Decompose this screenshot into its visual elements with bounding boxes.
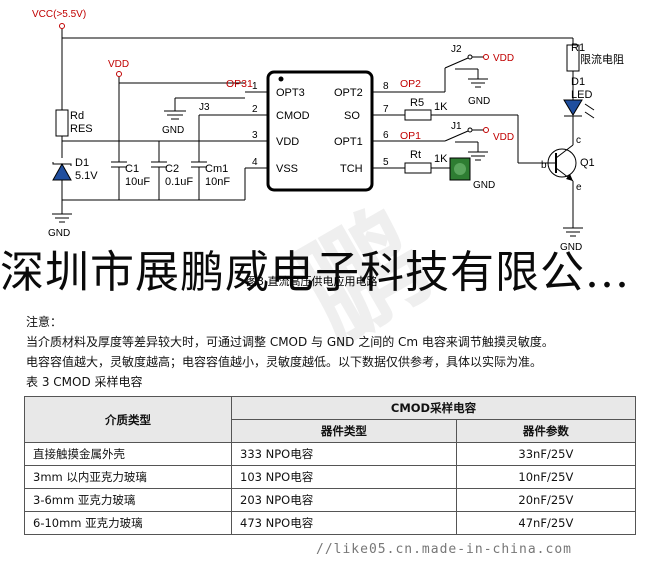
j1-label: J1 xyxy=(451,121,462,132)
rd-name: Rd xyxy=(70,110,84,122)
company-watermark: 深圳市展鹏威电子科技有限公... xyxy=(0,247,630,298)
row-type: 473 NPO电容 xyxy=(231,511,457,535)
cm1-value: 10nF xyxy=(205,176,230,188)
gnd-label-left: GND xyxy=(48,228,70,239)
row-param: 20nF/25V xyxy=(455,488,637,512)
r5-resistor xyxy=(404,109,432,121)
gnd-label-touch: GND xyxy=(473,180,495,191)
header-medium: 介质类型 xyxy=(24,396,232,443)
rt-resistor xyxy=(404,162,432,174)
j2-label: J2 xyxy=(451,44,462,55)
ground-symbol-left xyxy=(52,210,72,223)
r5-name: R5 xyxy=(410,97,424,109)
rd-resistor xyxy=(55,109,69,137)
pin-3-name: VDD xyxy=(276,136,299,148)
pin-6-name: OPT1 xyxy=(334,136,363,148)
row-medium: 3mm 以内亚克力玻璃 xyxy=(24,465,232,489)
pin-1-number: 1 xyxy=(252,81,258,92)
d1-value: 5.1V xyxy=(75,170,98,182)
table-row: 6-10mm 亚克力玻璃 473 NPO电容 47nF/25V xyxy=(24,511,637,535)
table-row: 直接触摸金属外壳 333 NPO电容 33nF/25V xyxy=(24,442,637,466)
vdd-label-j2: VDD xyxy=(493,53,514,64)
notes-section: 注意： 当介质材料及厚度等差异较大时，可通过调整 CMOD 与 GND 之间的 … xyxy=(26,312,554,392)
cmod-capacitor-table: 介质类型 CMOD采样电容 器件类型 器件参数 直接触摸金属外壳 333 NPO… xyxy=(24,396,637,535)
notes-title: 注意： xyxy=(26,315,63,329)
row-medium: 直接触摸金属外壳 xyxy=(24,442,232,466)
q1-emitter-label: e xyxy=(576,182,582,193)
c1-value: 10uF xyxy=(125,176,150,188)
row-medium: 3-6mm 亚克力玻璃 xyxy=(24,488,232,512)
header-device-param: 器件参数 xyxy=(455,419,637,443)
pin-1-name: OPT3 xyxy=(276,87,305,99)
circuit-schematic: VCC(>5.5V) Rd RES D1 5.1V VDD C1 10uF C2… xyxy=(32,9,624,253)
pin-5-name: TCH xyxy=(340,163,363,175)
pin-8-number: 8 xyxy=(383,81,389,92)
pin-7-name: SO xyxy=(344,110,360,122)
ic-chip xyxy=(266,70,374,192)
pin-4-number: 4 xyxy=(252,157,258,168)
row-type: 103 NPO电容 xyxy=(231,465,457,489)
pin-6-number: 6 xyxy=(383,130,389,141)
r1-name: R1 xyxy=(571,42,585,54)
row-type: 203 NPO电容 xyxy=(231,488,457,512)
pin-8-name: OPT2 xyxy=(334,87,363,99)
rd-value: RES xyxy=(70,123,93,135)
led-value: LED xyxy=(571,89,592,101)
table-row: 3mm 以内亚克力玻璃 103 NPO电容 10nF/25V xyxy=(24,465,637,489)
notes-line-2: 电容容值越大，灵敏度越高；电容容值越小，灵敏度越低。以下数据仅供参考，具体以实际… xyxy=(26,355,543,369)
table-row: 3-6mm 亚克力玻璃 203 NPO电容 20nF/25V xyxy=(24,488,637,512)
c2-name: C2 xyxy=(165,163,179,175)
pin-4-name: VSS xyxy=(276,163,298,175)
op2-label: OP2 xyxy=(400,78,421,90)
cm1-name: Cm1 xyxy=(205,163,228,175)
r1-desc: 限流电阻 xyxy=(580,52,624,66)
j3-label: J3 xyxy=(199,102,210,113)
pin-7-number: 7 xyxy=(383,104,389,115)
table-subheader-row: 器件类型 器件参数 xyxy=(25,419,637,443)
row-type: 333 NPO电容 xyxy=(231,442,457,466)
table-header-row: 介质类型 CMOD采样电容 xyxy=(24,396,636,443)
row-medium: 6-10mm 亚克力玻璃 xyxy=(24,511,232,535)
r5-value: 1K xyxy=(434,101,448,113)
gnd-label-j2: GND xyxy=(468,96,490,107)
q1-collector-label: c xyxy=(576,135,581,146)
footer-url: //like05.cn.made-in-china.com xyxy=(316,542,572,557)
pin-3-number: 3 xyxy=(252,130,258,141)
rt-value: 1K xyxy=(434,153,448,165)
q1-label: Q1 xyxy=(580,157,595,169)
header-device-type: 器件类型 xyxy=(231,419,457,443)
led-diode xyxy=(563,99,583,116)
c2-value: 0.1uF xyxy=(165,176,193,188)
row-param: 10nF/25V xyxy=(455,465,637,489)
vdd-label-j1: VDD xyxy=(493,132,514,143)
q1-base-label: b xyxy=(541,160,547,171)
rt-name: Rt xyxy=(410,149,421,161)
op31-label: OP31 xyxy=(226,78,253,90)
vdd-label-left: VDD xyxy=(108,59,129,70)
row-param: 47nF/25V xyxy=(455,511,637,535)
op1-label: OP1 xyxy=(400,130,421,142)
pin-5-number: 5 xyxy=(383,157,389,168)
d1-name: D1 xyxy=(75,157,89,169)
vcc-label: VCC(>5.5V) xyxy=(32,9,86,20)
pin-2-name: CMOD xyxy=(276,110,310,122)
ground-symbol-q1 xyxy=(563,227,583,237)
table-title: 表 3 CMOD 采样电容 xyxy=(26,375,143,389)
notes-line-1: 当介质材料及厚度等差异较大时，可通过调整 CMOD 与 GND 之间的 Cm 电… xyxy=(26,335,554,349)
row-param: 33nF/25V xyxy=(455,442,637,466)
figure-caption: 图3 直流高压供电应用电路 xyxy=(246,275,378,288)
gnd-label-q1: GND xyxy=(560,242,582,253)
c1-name: C1 xyxy=(125,163,139,175)
pin-2-number: 2 xyxy=(252,104,258,115)
header-cmod-group: CMOD采样电容 xyxy=(231,396,636,420)
led-name: D1 xyxy=(571,76,585,88)
zener-diode-d1 xyxy=(52,162,72,181)
gnd-label-j3: GND xyxy=(162,125,184,136)
